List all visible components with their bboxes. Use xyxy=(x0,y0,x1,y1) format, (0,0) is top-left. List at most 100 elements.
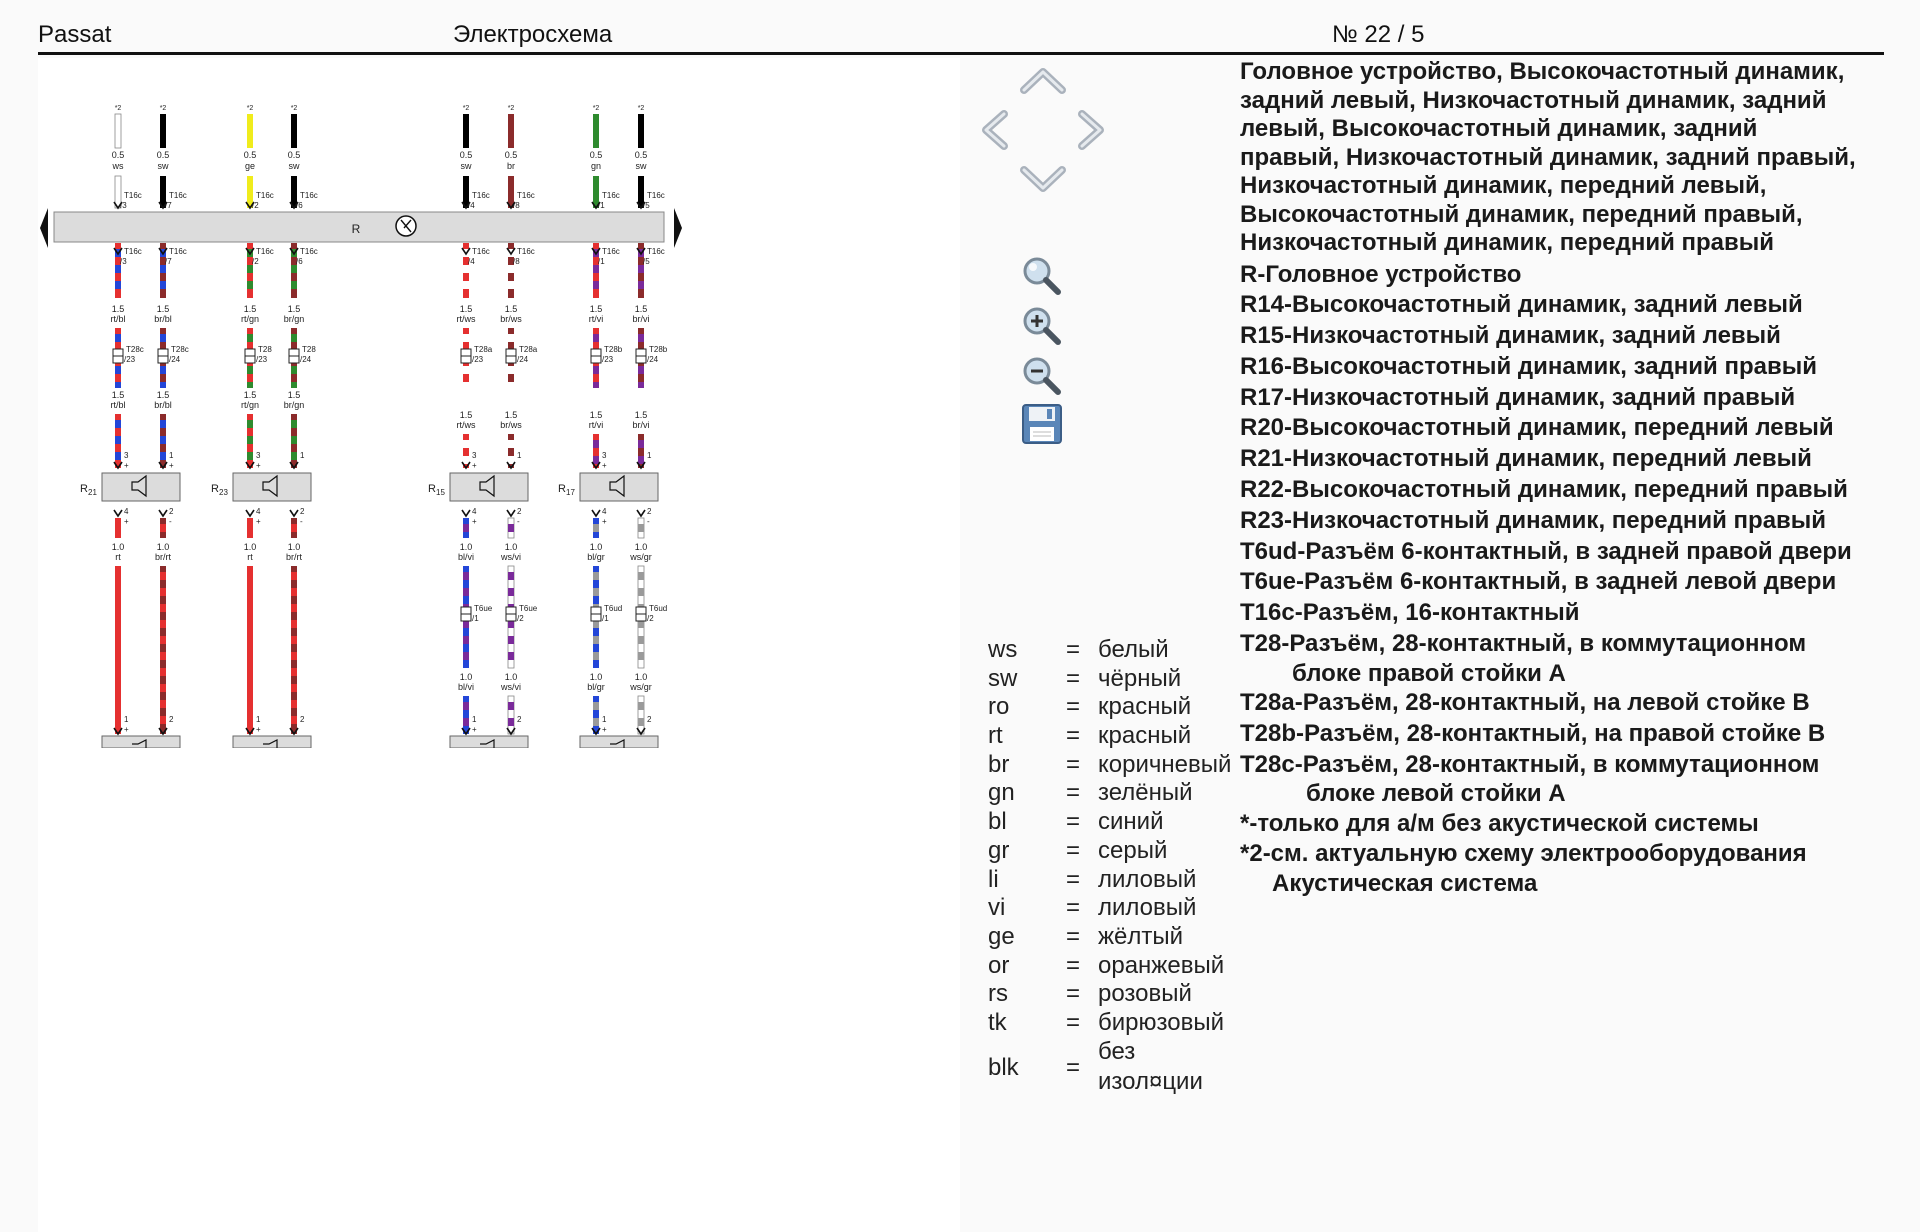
wire-out-segment-stripe xyxy=(508,572,514,580)
wire-size-label: 1.5 xyxy=(112,390,125,400)
wire-color-label: br/ws xyxy=(500,314,522,324)
pin-label: /1 xyxy=(472,614,479,623)
chevron-up-icon xyxy=(1020,68,1066,94)
wire-out-segment xyxy=(160,566,166,734)
polarity-label: + xyxy=(256,725,261,734)
pin-arrow xyxy=(506,247,516,256)
wire-mid-segment-stripe xyxy=(291,366,297,374)
wire-color-label: br/rt xyxy=(155,552,172,562)
wire-out-segment-stripe xyxy=(160,524,166,532)
chevron-down-icon xyxy=(1020,166,1066,192)
pin-arrow xyxy=(158,727,168,736)
connector-label: T16c xyxy=(472,247,490,256)
equals-sign: = xyxy=(1066,1008,1081,1036)
connector-label: T16c xyxy=(602,191,620,200)
wire-color-label: ws/gr xyxy=(629,552,652,562)
wire-star-note: *2 xyxy=(593,105,600,112)
page-number: № 22 / 5 xyxy=(1332,21,1425,48)
wire-top-segment xyxy=(508,114,514,148)
wire-out-segment-stripe xyxy=(160,700,166,708)
wire-out-segment-stripe xyxy=(593,588,599,596)
wire-star-note: *2 xyxy=(291,105,298,112)
color-code: gr xyxy=(988,836,1010,864)
wire-bottom-segment-stripe xyxy=(593,702,599,710)
color-code-row: vi=лиловый xyxy=(988,894,1288,923)
connector-label: T16c xyxy=(602,247,620,256)
legend-component: R16-Высокочастотный динамик, задний прав… xyxy=(1240,352,1817,380)
pan-right-button[interactable] xyxy=(1074,108,1108,152)
polarity-label: + xyxy=(472,517,477,526)
legend-intro-line: правый, Низкочастотный динамик, задний п… xyxy=(1240,143,1856,171)
wire-mid-segment-stripe xyxy=(160,265,166,273)
color-code-row: gr=серый xyxy=(988,837,1288,866)
pin-label: 1 xyxy=(256,715,261,724)
pin-label: 3 xyxy=(602,451,607,460)
wire-out-segment-stripe xyxy=(291,636,297,644)
polarity-label: + xyxy=(602,725,607,734)
polarity-label: + xyxy=(169,461,174,470)
wire-low-segment-stripe xyxy=(508,440,514,448)
wire-bottom-segment xyxy=(507,695,515,735)
equals-sign: = xyxy=(1066,636,1081,663)
wire-color-label: br/bl xyxy=(154,400,172,410)
wiring-diagram[interactable]: R*20.5wsT16c/3T16c/31.5rt/blT28c/231.5rt… xyxy=(38,58,960,918)
wire-out-segment-stripe xyxy=(160,716,166,724)
speaker-label-sub: 21 xyxy=(88,488,97,497)
wire-size-label: 0.5 xyxy=(460,150,473,160)
pin-arrow xyxy=(636,727,646,736)
wire-mid-segment-stripe xyxy=(593,382,599,388)
wire-mid-segment-stripe xyxy=(508,265,514,273)
pin-label: 4 xyxy=(472,507,477,516)
pan-down-button[interactable] xyxy=(1018,164,1068,194)
color-code: or xyxy=(988,951,1010,979)
wire-out-segment-stripe xyxy=(160,604,166,612)
search-button[interactable] xyxy=(1020,254,1064,298)
wire-size-label: 0.5 xyxy=(157,150,170,160)
wire-color-label: br/gn xyxy=(284,400,305,410)
pin-label: 3 xyxy=(472,451,477,460)
wire-out-segment-stripe xyxy=(463,636,469,644)
wire-mid-segment-stripe xyxy=(463,334,469,342)
connector-label: T6ue xyxy=(519,604,538,613)
speaker-box xyxy=(579,472,659,502)
wire-bottom-segment-stripe xyxy=(463,702,469,710)
pin-label: 1 xyxy=(124,715,129,724)
wire-color-label: ge xyxy=(245,161,255,171)
pin-arrow xyxy=(506,461,516,470)
zoom-out-button[interactable] xyxy=(1020,354,1064,398)
pin-label: /1 xyxy=(598,257,605,266)
wire-low-segment-stripe xyxy=(160,436,166,444)
wire-mid-segment-stripe xyxy=(247,281,253,289)
connector-label: T28a xyxy=(519,345,538,354)
legend-intro: Головное устройство, Высокочастотный дин… xyxy=(1240,58,1900,258)
pin-arrow xyxy=(158,247,168,256)
wire-low-segment-stripe xyxy=(115,452,121,460)
pin-label: 2 xyxy=(169,715,174,724)
wire-top-segment xyxy=(160,114,166,148)
wire-out-segment-stripe xyxy=(160,652,166,660)
connector-label: T16c xyxy=(300,247,318,256)
color-name: бирюзовый xyxy=(1098,1008,1224,1036)
pan-up-button[interactable] xyxy=(1018,66,1068,96)
legend-intro-line: задний левый, Низкочастотный динамик, за… xyxy=(1240,86,1827,114)
pin-arrow xyxy=(636,509,646,518)
zoom-in-button[interactable] xyxy=(1020,304,1064,348)
save-button[interactable] xyxy=(1020,402,1064,446)
pan-left-button[interactable] xyxy=(978,108,1012,152)
wire-out-segment-stripe xyxy=(463,652,469,660)
connector-label: T28 xyxy=(302,345,316,354)
color-code: rt xyxy=(988,722,1003,750)
legend-component: R22-Высокочастотный динамик, передний пр… xyxy=(1240,476,1848,504)
color-name: красный xyxy=(1098,722,1192,750)
wire-mid-segment-stripe xyxy=(247,382,253,388)
pin-label: /8 xyxy=(513,201,520,210)
wire-low-segment-stripe xyxy=(593,440,599,448)
wire-out-segment-stripe xyxy=(638,572,644,580)
wire-mid-segment-stripe xyxy=(160,382,166,388)
wire-bottom-segment-stripe xyxy=(638,702,644,710)
color-code: br xyxy=(988,750,1010,778)
wire-out-segment-stripe xyxy=(508,652,514,660)
speaker-box xyxy=(101,472,181,502)
wire-out-segment-stripe xyxy=(593,620,599,628)
